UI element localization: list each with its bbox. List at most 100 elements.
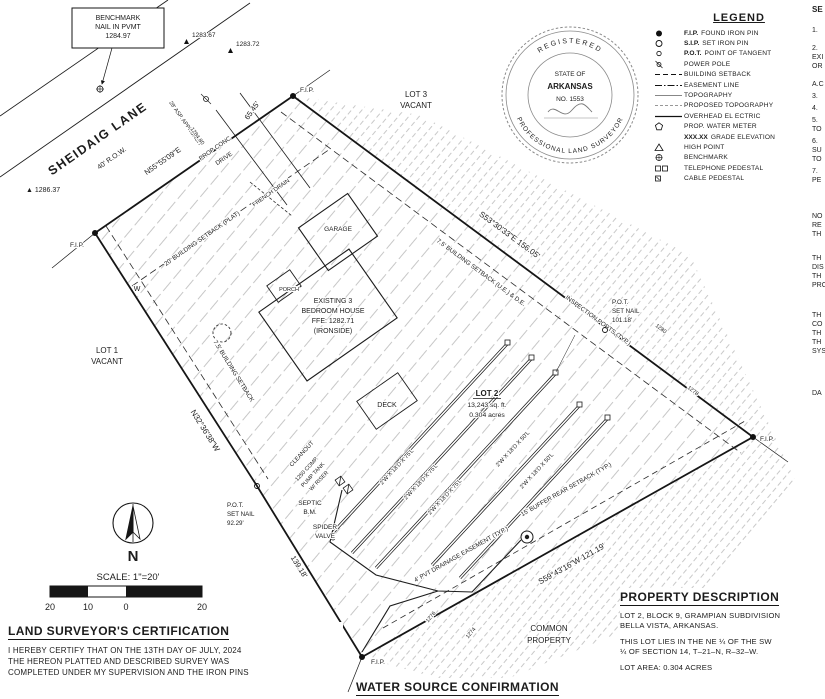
notes-fragment: 4.	[812, 105, 818, 112]
setback-right-line	[280, 111, 742, 454]
legend-item-grade-elevation: XXX.XX GRADE ELEVATION	[654, 132, 824, 142]
legend-item-power-pole: POWER POLE	[654, 59, 824, 69]
fip-dot-b	[290, 93, 296, 99]
scale-tick: 20	[197, 602, 207, 612]
scale-label: SCALE: 1"=20'	[96, 572, 159, 583]
scale-tick: 20	[45, 602, 55, 612]
lot2-label-3: 0.304 acres	[469, 412, 505, 419]
seal-arc-top: REGISTERED	[535, 37, 602, 56]
pot-right-label-3: 101.18'	[612, 317, 632, 324]
setback-lines-group	[105, 111, 746, 629]
notes-fragment: EXI	[812, 54, 824, 61]
notes-fragment: RE	[812, 222, 822, 229]
benchmark-text-2: NAIL IN PVMT	[95, 24, 141, 31]
boundary-extension-e	[347, 656, 363, 693]
property-description-line: BELLA VISTA, ARKANSAS.	[620, 621, 719, 630]
topography-hatch-lot	[95, 96, 753, 657]
grade-elevation-2: 1283.72	[236, 41, 260, 48]
surveyor-certification-block: LAND SURVEYOR'S CERTIFICATION I HEREBY C…	[8, 622, 343, 678]
notes-fragment: TH	[812, 273, 822, 280]
septic-pipe-secondary	[361, 590, 439, 653]
pot-right-label-2: SET NAIL	[612, 308, 640, 315]
legend-item-topography: TOPOGRAPHY	[654, 90, 824, 100]
legend-item-building-setback: BUILDING SETBACK	[654, 70, 824, 80]
pot-circle-right	[602, 327, 608, 333]
pump-tank-symbols	[334, 475, 354, 495]
notes-fragment: 1.	[812, 27, 818, 34]
legend-title: LEGEND	[713, 12, 765, 24]
pot-left-label-2: SET NAIL	[227, 511, 255, 518]
water-meter-icon	[654, 122, 664, 131]
drainage-easement-symbol-outer	[520, 530, 534, 544]
spider-valve-label-1: SPIDER	[313, 524, 338, 531]
legend-item-label: CABLE PEDESTAL	[684, 175, 745, 183]
found-iron-pin-icon	[656, 30, 662, 37]
legend-item-proposed-topography: PROPOSED TOPOGRAPHY	[654, 101, 824, 111]
fip-label-a: F.I.P.	[70, 242, 84, 249]
notes-fragment: DA	[812, 390, 822, 397]
certification-line: I HEREBY CERTIFY THAT ON THE 13TH DAY OF…	[8, 646, 242, 655]
garage-label: GARAGE	[324, 226, 352, 233]
boundary-extension-a	[51, 232, 96, 269]
seal-arc-bottom: PROFESSIONAL LAND SURVEYOR	[514, 115, 625, 156]
deck-label: DECK	[377, 402, 397, 409]
garage-outline	[297, 192, 379, 272]
common-property-label-1: COMMON	[530, 624, 568, 633]
notes-fragment: TH	[812, 255, 822, 262]
inspection-ports-leader	[555, 334, 576, 373]
legend-sym-label: P.O.T.	[684, 50, 702, 58]
notes-fragment: TH	[812, 339, 822, 346]
scale-bar-segment	[126, 586, 202, 597]
legend-item-label: TOPOGRAPHY	[684, 92, 733, 100]
grade-tick-2	[184, 39, 189, 44]
lot2-label-1: LOT 2	[476, 389, 499, 398]
easement-line-icon	[655, 84, 682, 86]
corner-markers-group	[92, 39, 756, 660]
driveway-edge-1	[215, 109, 288, 206]
house-label-2: BEDROOM HOUSE	[301, 308, 364, 315]
notes-fragment: PRO	[812, 282, 825, 289]
legend-item-label: FOUND IRON PIN	[701, 29, 759, 37]
benchmark-box	[71, 7, 165, 49]
lot1-label-2: VACANT	[91, 357, 123, 366]
fip-label-d: F.I.P.	[760, 436, 774, 443]
legend-sym-label: XXX.XX	[684, 133, 708, 141]
notes-fragment: 2.	[812, 45, 818, 52]
structures-group	[212, 92, 418, 430]
water-line-marker: W	[134, 286, 141, 293]
seal-middle-ring	[505, 30, 635, 160]
boundary-extension-d	[752, 436, 789, 463]
seal-text-1: STATE OF	[555, 71, 586, 78]
septic-bm-label-2: B.M.	[303, 509, 317, 516]
set-iron-pin-icon	[655, 40, 663, 48]
septic-group	[304, 339, 611, 653]
legend-item-benchmark: BENCHMARK	[654, 153, 824, 163]
water-source-block: WATER SOURCE CONFIRMATION	[356, 678, 559, 699]
property-boundary-group	[51, 94, 789, 693]
house-label-3: FFE: 1282.71	[312, 318, 355, 325]
notes-fragment: 5.	[812, 117, 818, 124]
high-point-icon	[654, 143, 664, 151]
seal-text-2: ARKANSAS	[547, 82, 593, 91]
power-pole-symbol	[203, 96, 209, 102]
house-outline	[258, 248, 398, 382]
notes-fragment: DIS	[812, 264, 824, 271]
telephone-pedestal-icon	[655, 165, 668, 172]
road-row-label: 40' R.O.W.	[96, 146, 128, 171]
legend-item-high-point: HIGH POINT	[654, 142, 824, 152]
legend-item-label: TELEPHONE PEDESTAL	[684, 164, 764, 172]
benchmark-leader	[100, 47, 113, 85]
road-edge-inner	[0, 2, 251, 178]
fip-dot-e	[359, 654, 365, 660]
setback-left-line	[105, 225, 269, 480]
scale-tick: 0	[123, 602, 128, 612]
legend-item-label: POWER POLE	[684, 60, 731, 68]
notes-fragment: TH	[812, 312, 822, 319]
property-description-line: ¼ OF SECTION 14, T–21–N, R–32–W.	[620, 647, 759, 656]
fip-dot-d	[750, 434, 756, 440]
property-lot-area: LOT AREA: 0.304 ACRES	[620, 663, 713, 672]
house-label-4: (IRONSIDE)	[314, 328, 353, 335]
grade-elevation-1: ▲ 1286.37	[26, 187, 60, 194]
porch-outline	[266, 269, 302, 303]
